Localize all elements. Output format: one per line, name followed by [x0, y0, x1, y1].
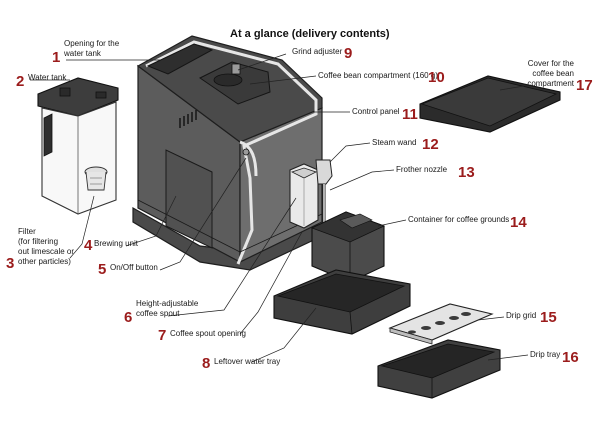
callout-label: Steam wand [372, 138, 416, 147]
callout-2: 2 Water tank [16, 73, 67, 90]
callout-12: Steam wand 12 [372, 136, 439, 153]
drip-grid [388, 303, 494, 345]
callout-11: Control panel 11 [352, 106, 418, 123]
callout-number: 1 [52, 49, 60, 66]
callout-label: Grind adjuster [292, 47, 343, 56]
callout-16: Drip tray 16 [530, 349, 579, 366]
callout-number: 8 [202, 355, 210, 372]
callout-label: Drip grid [506, 311, 536, 320]
callout-number: 2 [16, 73, 24, 90]
callout-10: Coffee bean compartment (160 g) 10 [318, 69, 445, 86]
callout-9: Grind adjuster 9 [292, 45, 352, 62]
steam-wand [315, 159, 333, 228]
callout-label: Drip tray [530, 350, 560, 359]
callout-label: water tank [63, 49, 102, 58]
callout-6: 6 Height-adjustable coffee spout [124, 299, 199, 326]
leftover-water-tray [273, 269, 411, 335]
callout-number: 9 [344, 45, 352, 62]
callout-label: (for filtering [18, 237, 58, 246]
callout-number: 4 [84, 237, 93, 254]
water-tank [37, 77, 119, 215]
callout-label: Control panel [352, 107, 400, 116]
callout-15: Drip grid 15 [506, 309, 557, 326]
callout-3: 3 Filter (for filtering out limescale or… [6, 227, 74, 272]
callout-number: 15 [540, 309, 557, 326]
callout-number: 16 [562, 349, 579, 366]
callout-label: coffee bean [532, 69, 574, 78]
callout-number: 17 [576, 77, 593, 94]
callout-label: coffee spout [136, 309, 180, 318]
callout-label: Cover for the [528, 59, 575, 68]
callout-label: compartment [527, 79, 574, 88]
callout-number: 10 [428, 69, 445, 86]
callout-5: 5 On/Off button [98, 261, 158, 278]
callout-number: 14 [510, 214, 527, 231]
callout-number: 11 [402, 106, 418, 123]
callout-label: Leftover water tray [214, 357, 280, 366]
callout-label: Filter [18, 227, 36, 236]
diagram-title: At a glance (delivery contents) [230, 28, 390, 40]
callout-8: 8 Leftover water tray [202, 355, 280, 372]
callout-1: 1 Opening for the water tank [52, 39, 120, 66]
callout-label: Water tank [28, 73, 67, 82]
callout-label: On/Off button [110, 263, 158, 272]
bean-compartment-cover [419, 75, 561, 133]
callout-label: Height-adjustable [136, 299, 199, 308]
callout-4: 4 Brewing unit [84, 237, 139, 254]
coffee-machine [132, 35, 323, 271]
callout-14: Container for coffee grounds 14 [408, 214, 527, 231]
callout-label: Coffee bean compartment (160 g) [318, 71, 438, 80]
callout-7: 7 Coffee spout opening [158, 327, 246, 344]
callout-number: 12 [422, 136, 439, 153]
callout-label: other particles) [18, 257, 71, 266]
callout-number: 6 [124, 309, 132, 326]
callout-number: 5 [98, 261, 106, 278]
leader-lines [30, 53, 529, 363]
callout-label: Coffee spout opening [170, 329, 246, 338]
callout-label: Opening for the [64, 39, 120, 48]
callout-number: 7 [158, 327, 166, 344]
callout-17: Cover for the coffee bean compartment 17 [527, 59, 592, 94]
coffee-spout [289, 163, 319, 229]
callout-label: Brewing unit [94, 239, 139, 248]
callout-number: 13 [458, 164, 475, 181]
callout-label: Frother nozzle [396, 165, 448, 174]
callout-label: Container for coffee grounds [408, 215, 509, 224]
callout-label: out limescale or [18, 247, 74, 256]
callout-number: 3 [6, 255, 14, 272]
drip-tray [377, 339, 501, 399]
grounds-container [310, 211, 386, 283]
callout-13: Frother nozzle 13 [396, 164, 475, 181]
